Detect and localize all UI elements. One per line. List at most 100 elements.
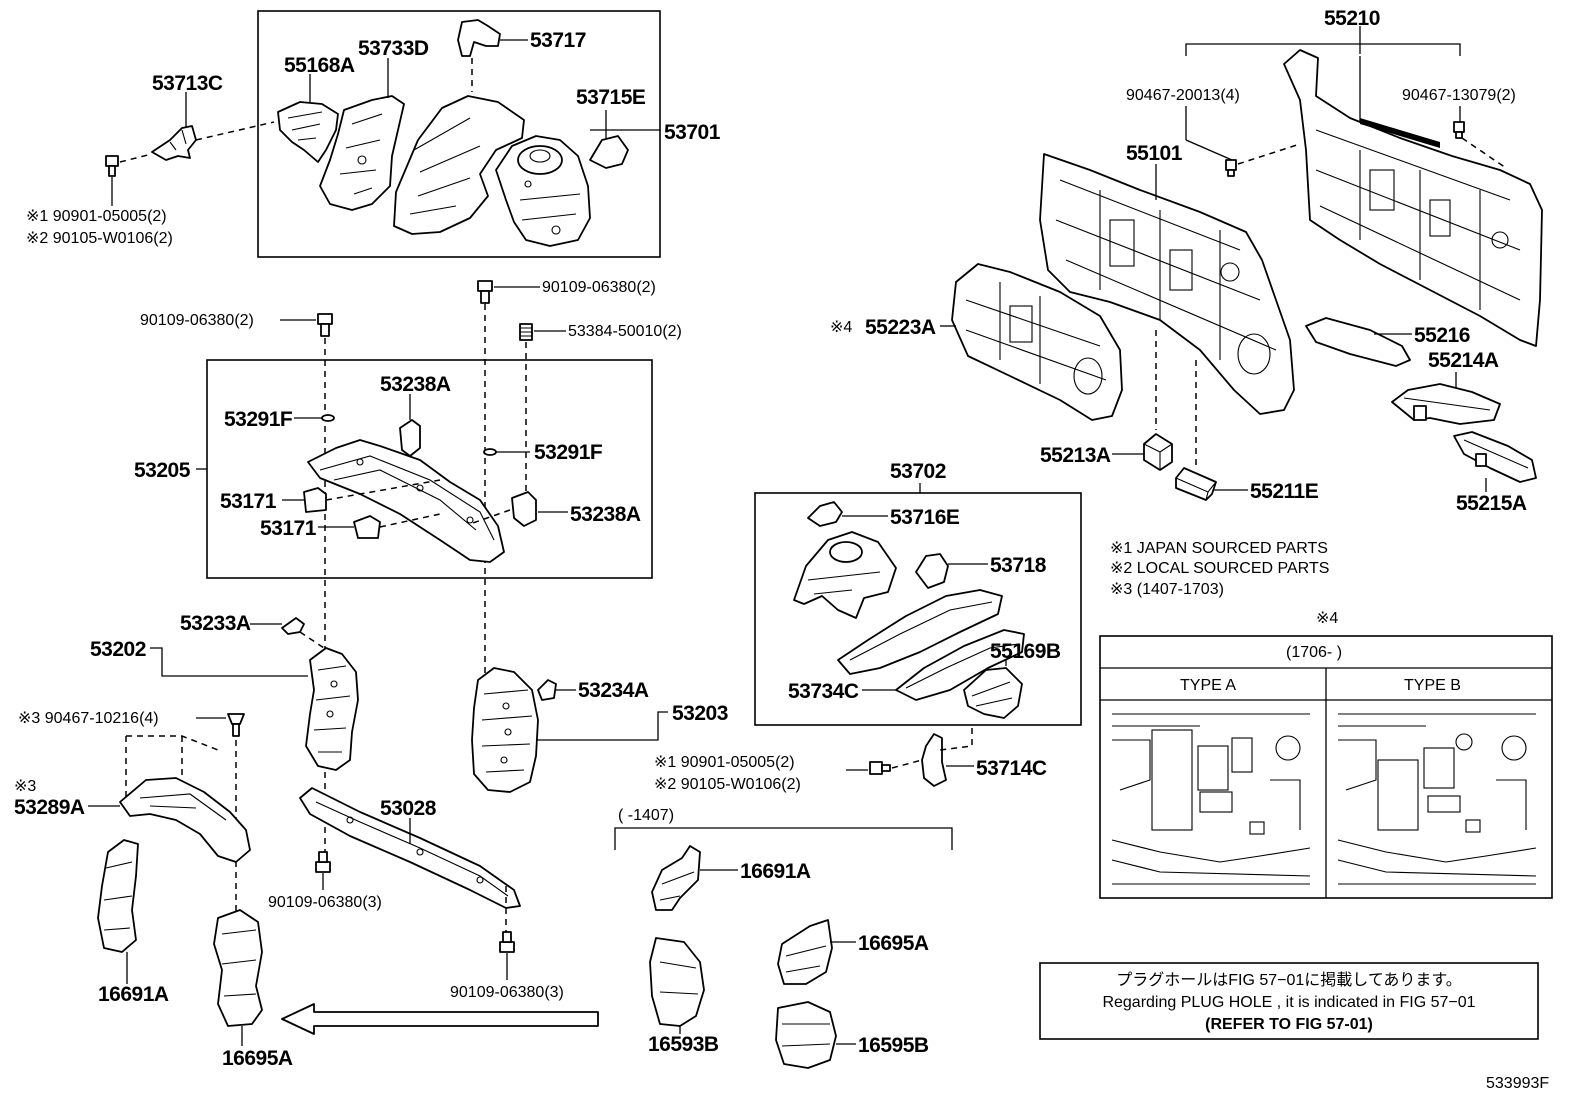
label-fastener-mid-2: ※2 90105-W0106(2) bbox=[654, 776, 801, 793]
part-53291f[interactable] bbox=[321, 414, 335, 422]
label-53289a: 53289A bbox=[14, 796, 85, 819]
label-55214a: 55214A bbox=[1428, 349, 1499, 372]
part-55210[interactable] bbox=[1283, 49, 1543, 347]
plug-hole-note-en: Regarding PLUG HOLE , it is indicated in… bbox=[1102, 994, 1475, 1011]
bolt-icon bbox=[869, 761, 891, 775]
part-53713c[interactable] bbox=[151, 125, 197, 161]
label-53291f-2: 53291F bbox=[534, 441, 603, 464]
label-53205: 53205 bbox=[134, 459, 191, 482]
label-53715e: 53715E bbox=[576, 86, 646, 109]
label-53171-2: 53171 bbox=[260, 517, 317, 540]
bolt-icon bbox=[105, 155, 119, 177]
part-55101[interactable] bbox=[1039, 153, 1295, 415]
note-japan-sourced: ※1 JAPAN SOURCED PARTS bbox=[1110, 540, 1328, 557]
label-53716e: 53716E bbox=[890, 506, 960, 529]
part-55168a[interactable] bbox=[277, 101, 339, 163]
part-53203[interactable] bbox=[471, 667, 539, 793]
type-a-header: TYPE A bbox=[1180, 677, 1236, 694]
part-55223a[interactable] bbox=[951, 263, 1123, 421]
part-53233a[interactable] bbox=[281, 617, 305, 635]
type-table bbox=[1099, 635, 1553, 899]
label-bolt-c: 90109-06380(3) bbox=[268, 894, 382, 911]
part-16595b[interactable] bbox=[775, 1001, 837, 1069]
label-55169b: 55169B bbox=[990, 640, 1061, 663]
type-a-illustration bbox=[1111, 713, 1311, 885]
part-53718[interactable] bbox=[915, 553, 949, 589]
part-16691a[interactable] bbox=[651, 845, 701, 911]
part-16593b[interactable] bbox=[649, 937, 705, 1027]
part-16691a[interactable] bbox=[97, 839, 139, 953]
part-53733d[interactable] bbox=[319, 95, 405, 211]
part-53289a[interactable] bbox=[119, 777, 251, 863]
part-53291f[interactable] bbox=[483, 448, 497, 456]
label-note4-mark-a: ※4 bbox=[830, 319, 852, 336]
part-53234a[interactable] bbox=[537, 679, 557, 701]
part-53238a[interactable] bbox=[511, 491, 537, 527]
part-53238a[interactable] bbox=[399, 419, 421, 457]
label-55101: 55101 bbox=[1126, 142, 1183, 165]
label-53701: 53701 bbox=[664, 121, 721, 144]
label-fastener-top-2: ※2 90105-W0106(2) bbox=[26, 230, 173, 247]
part-53717[interactable] bbox=[457, 19, 501, 57]
part-55169b[interactable] bbox=[963, 667, 1023, 719]
label-53291f-1: 53291F bbox=[224, 408, 293, 431]
label-55215a: 55215A bbox=[1456, 492, 1527, 515]
label-53234a: 53234A bbox=[578, 679, 649, 702]
part-55211e[interactable] bbox=[1175, 467, 1217, 501]
type-b-illustration bbox=[1337, 713, 1537, 885]
part-53202[interactable] bbox=[305, 647, 359, 771]
label-53713c: 53713C bbox=[152, 72, 223, 95]
part-53028[interactable] bbox=[299, 787, 521, 909]
part-55213a[interactable] bbox=[1143, 433, 1173, 471]
label-53238a-1: 53238A bbox=[380, 373, 451, 396]
plug-hole-note-ref: (REFER TO FIG 57-01) bbox=[1205, 1016, 1373, 1033]
label-clip-13079: 90467-13079(2) bbox=[1402, 87, 1516, 104]
part-16695a[interactable] bbox=[777, 919, 833, 985]
label-53714c: 53714C bbox=[976, 757, 1047, 780]
part-53714c[interactable] bbox=[921, 733, 947, 787]
plug-hole-note-jp: プラグホールはFIG 57−01に掲載してあります。 bbox=[1116, 971, 1462, 989]
screw-icon bbox=[227, 713, 245, 737]
type-b-header: TYPE B bbox=[1404, 677, 1461, 694]
label-53233a: 53233A bbox=[180, 612, 251, 635]
note-date-range: ※3 (1407-1703) bbox=[1110, 581, 1224, 598]
part-53715e[interactable] bbox=[589, 135, 629, 169]
label-53702: 53702 bbox=[890, 460, 946, 483]
label-16695a-left: 16695A bbox=[222, 1047, 293, 1070]
part-53205[interactable] bbox=[307, 439, 505, 563]
label-53733d: 53733D bbox=[358, 37, 429, 60]
figure-id: 533993F bbox=[1486, 1075, 1549, 1092]
part-53701[interactable] bbox=[393, 95, 591, 247]
label-16695a-mid: 16695A bbox=[858, 932, 929, 955]
part-55214a[interactable] bbox=[1391, 383, 1501, 425]
part-55216[interactable] bbox=[1305, 317, 1411, 367]
plug-hole-note-box bbox=[1039, 962, 1539, 1040]
label-range-1407: ( -1407) bbox=[618, 807, 674, 824]
note-local-sourced: ※2 LOCAL SOURCED PARTS bbox=[1110, 560, 1329, 577]
part-55215a[interactable] bbox=[1453, 431, 1537, 483]
label-16691a-left: 16691A bbox=[98, 983, 169, 1006]
clip-icon bbox=[519, 323, 533, 341]
label-53203: 53203 bbox=[672, 702, 728, 725]
bolt-icon bbox=[317, 313, 333, 337]
label-16595b: 16595B bbox=[858, 1034, 929, 1057]
label-bolt-b: 90109-06380(2) bbox=[542, 279, 656, 296]
label-55210: 55210 bbox=[1324, 7, 1380, 30]
part-16695a[interactable] bbox=[213, 909, 263, 1027]
part-apron-53702[interactable] bbox=[793, 531, 1025, 701]
part-53716e[interactable] bbox=[807, 501, 843, 527]
label-screw-90467: ※3 90467-10216(4) bbox=[18, 710, 159, 727]
group-box-53702 bbox=[754, 492, 1082, 726]
part-53171[interactable] bbox=[303, 487, 381, 539]
type-table-range: (1706- ) bbox=[1286, 644, 1342, 661]
label-bolt-d: 90109-06380(3) bbox=[450, 984, 564, 1001]
label-16691a-mid: 16691A bbox=[740, 860, 811, 883]
label-53028: 53028 bbox=[380, 797, 437, 820]
label-fastener-top-1: ※1 90901-05005(2) bbox=[26, 208, 167, 225]
label-note3-mark: ※3 bbox=[14, 778, 36, 795]
clip-icon bbox=[1453, 121, 1465, 139]
label-53202: 53202 bbox=[90, 638, 146, 661]
label-55213a: 55213A bbox=[1040, 444, 1111, 467]
label-clip-20013: 90467-20013(4) bbox=[1126, 87, 1240, 104]
